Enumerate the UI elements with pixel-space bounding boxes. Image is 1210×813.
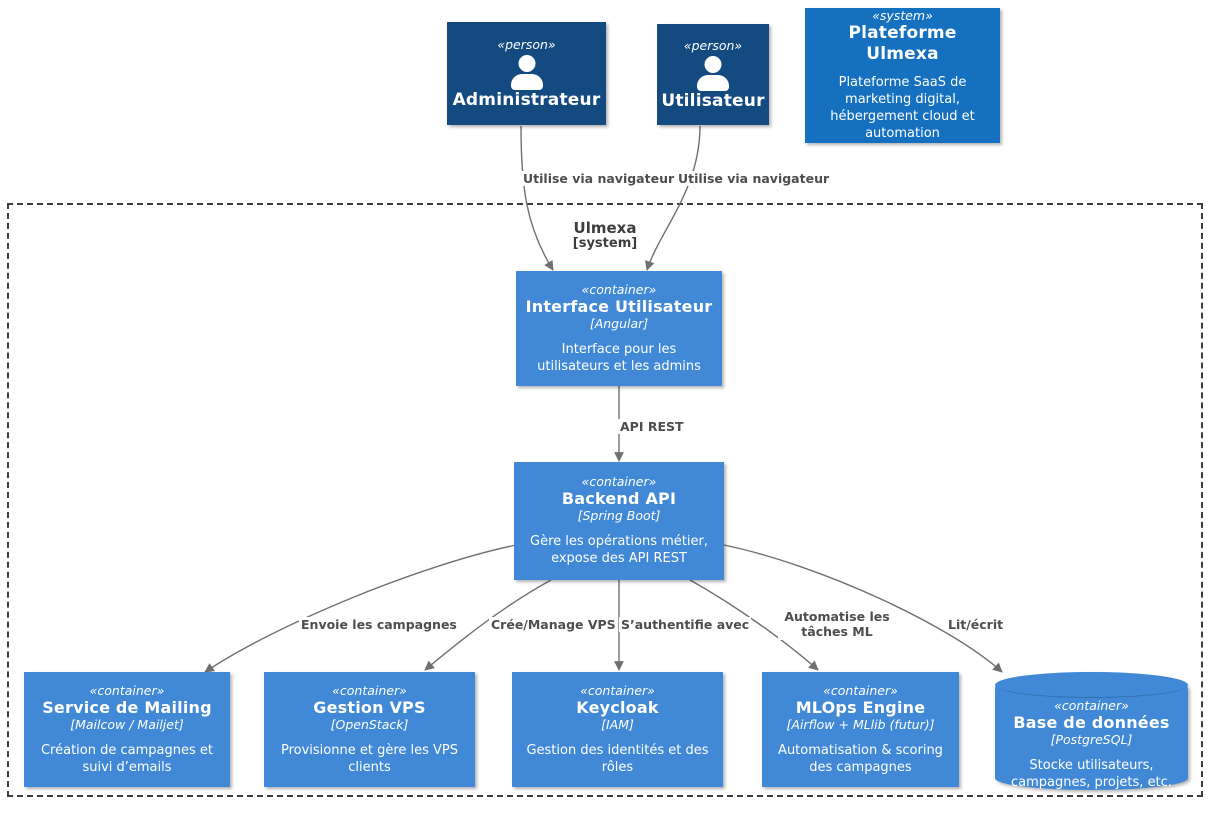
gestion-vps-tech: [OpenStack] xyxy=(330,716,409,732)
edge-label-backend-to-vps: Crée/Manage VPS xyxy=(489,617,618,633)
plateforme-ulmexa-description: Plateforme SaaS de marketing digital, hé… xyxy=(830,75,975,141)
mlops-engine-description: Automatisation & scoring des campagnes xyxy=(778,742,943,775)
edge-label-backend-to-mlops: Automatise les tâches ML xyxy=(778,609,896,640)
node-service-de-mailing[interactable]: «container» Service de Mailing [Mailcow … xyxy=(24,672,230,787)
base-de-donnees-description: Stocke utilisateurs, campagnes, projets,… xyxy=(1011,758,1172,791)
edge-label-admin-to-ui: Utilise via navigateur xyxy=(521,171,677,187)
edge-label-backend-to-keycloak: S’authentifie avec xyxy=(619,617,752,633)
edge-label-user-to-ui: Utilise via navigateur xyxy=(676,171,832,187)
node-plateforme-ulmexa[interactable]: «system» Plateforme Ulmexa Plateforme Sa… xyxy=(805,8,1000,143)
edge-label-backend-to-db: Lit/écrit xyxy=(946,617,1006,633)
gestion-vps-stereotype: «container» xyxy=(332,682,407,698)
mlops-engine-tech: [Airflow + MLlib (futur)] xyxy=(786,716,935,732)
administrateur-stereotype: «person» xyxy=(497,36,556,52)
base-de-donnees-name: Base de données xyxy=(1013,713,1170,732)
backend-api-tech: [Spring Boot] xyxy=(577,508,661,524)
base-de-donnees-stereotype: «container» xyxy=(1054,698,1129,713)
backend-api-description: Gère les opérations métier, expose des A… xyxy=(530,534,708,567)
keycloak-description: Gestion des identités et des rôles xyxy=(526,742,709,775)
node-gestion-vps[interactable]: «container» Gestion VPS [OpenStack] Prov… xyxy=(264,672,475,787)
database-cylinder-lid xyxy=(995,672,1188,698)
gestion-vps-name: Gestion VPS xyxy=(313,697,426,717)
person-icon xyxy=(693,55,733,91)
mlops-engine-name: MLOps Engine xyxy=(795,697,926,717)
base-de-donnees-tech: [PostgreSQL] xyxy=(1050,732,1133,748)
node-interface-utilisateur[interactable]: «container» Interface Utilisateur [Angul… xyxy=(516,271,722,386)
node-administrateur[interactable]: «person» Administrateur xyxy=(447,22,606,125)
node-base-de-donnees[interactable]: «container» Base de données [PostgreSQL]… xyxy=(995,672,1188,790)
keycloak-name: Keycloak xyxy=(576,697,659,717)
gestion-vps-description: Provisionne et gère les VPS clients xyxy=(280,742,459,775)
boundary-label: Ulmexa [system] xyxy=(530,219,680,252)
service-de-mailing-description: Création de campagnes et suivi d’emails xyxy=(40,742,213,775)
boundary-type: [system] xyxy=(572,236,638,252)
mlops-engine-stereotype: «container» xyxy=(823,682,898,698)
node-backend-api[interactable]: «container» Backend API [Spring Boot] Gè… xyxy=(514,462,724,580)
utilisateur-name: Utilisateur xyxy=(661,90,765,111)
node-keycloak[interactable]: «container» Keycloak [IAM] Gestion des i… xyxy=(512,672,723,787)
administrateur-name: Administrateur xyxy=(452,89,601,110)
system-boundary-ulmexa xyxy=(7,203,1203,797)
backend-api-stereotype: «container» xyxy=(581,474,657,490)
service-de-mailing-stereotype: «container» xyxy=(89,682,165,698)
plateforme-ulmexa-stereotype: «system» xyxy=(872,8,933,24)
node-mlops-engine[interactable]: «container» MLOps Engine [Airflow + MLli… xyxy=(762,672,959,787)
interface-utilisateur-stereotype: «container» xyxy=(581,281,657,297)
person-icon xyxy=(507,54,547,90)
interface-utilisateur-name: Interface Utilisateur xyxy=(525,296,713,316)
service-de-mailing-name: Service de Mailing xyxy=(42,697,212,717)
edge-label-backend-to-mail: Envoie les campagnes xyxy=(299,617,459,633)
interface-utilisateur-description: Interface pour les utilisateurs et les a… xyxy=(537,341,701,374)
node-utilisateur[interactable]: «person» Utilisateur xyxy=(657,24,769,125)
boundary-name: Ulmexa xyxy=(573,219,637,237)
keycloak-tech: [IAM] xyxy=(601,716,634,732)
service-de-mailing-tech: [Mailcow / Mailjet] xyxy=(70,716,184,732)
edge-label-ui-to-backend: API REST xyxy=(618,419,686,435)
plateforme-ulmexa-name: Plateforme Ulmexa xyxy=(848,23,957,64)
interface-utilisateur-tech: [Angular] xyxy=(589,315,649,331)
backend-api-name: Backend API xyxy=(561,489,677,509)
keycloak-stereotype: «container» xyxy=(580,682,655,698)
utilisateur-stereotype: «person» xyxy=(683,37,743,53)
